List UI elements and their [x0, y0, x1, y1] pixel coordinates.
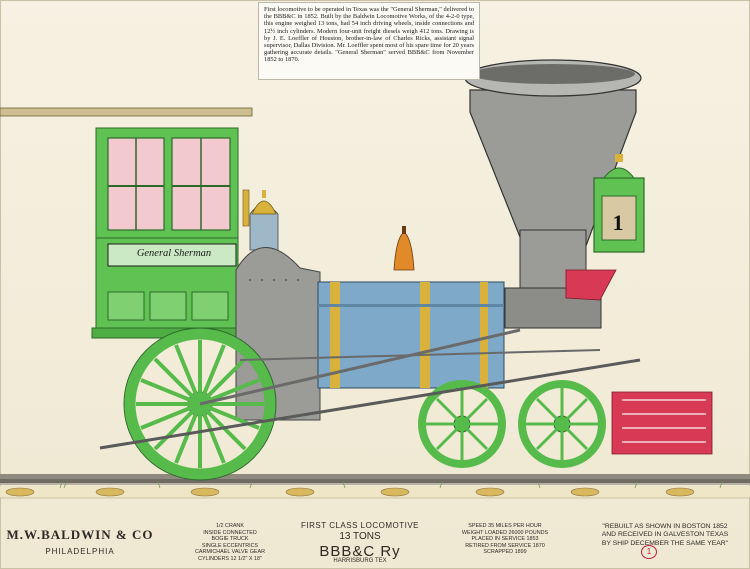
class-title-caption: FIRST CLASS LOCOMOTIVE	[301, 521, 419, 530]
builder-caption: M.W.BALDWIN & CO	[6, 527, 154, 542]
spec-line: PLACED IN SERVICE 1853	[471, 536, 539, 543]
cab-nameplate: General Sherman	[136, 248, 212, 259]
truck-line: INSIDE CONNECTED	[203, 529, 257, 536]
clipping-text: First locomotive to be operated in Texas…	[264, 6, 474, 64]
steam-dome	[242, 189, 279, 251]
headlamp-number: 1	[612, 210, 624, 235]
builder-city-caption: PHILADELPHIA	[45, 547, 115, 556]
spec-line: SPEED 35 MILES PER HOUR	[468, 523, 542, 529]
truck-line: CARMICHAEL VALVE GEAR	[195, 549, 265, 556]
cab	[0, 107, 253, 339]
rebuilt-line: "REBUILT AS SHOWN IN BOSTON 1852	[602, 523, 728, 530]
specs-caption: SPEED 35 MILES PER HOUR WEIGHT LOADED 26…	[450, 523, 560, 556]
town-caption: HARRISBURG TEX	[333, 558, 387, 564]
spec-line: SCRAPPED 1899	[483, 549, 527, 556]
connecting-rods	[99, 328, 641, 450]
railroad-caption: BBB&C Ry	[319, 543, 401, 560]
truck-wheel-front	[518, 380, 606, 468]
truck-line: SINGLE ECCENTRICS	[201, 542, 259, 549]
rebuilt-note-caption: "REBUILT AS SHOWN IN BOSTON 1852 AND REC…	[585, 523, 745, 548]
page-number-badge: 1	[641, 545, 657, 559]
spec-line: WEIGHT LOADED 26000 POUNDS	[461, 529, 549, 536]
spec-line: RETIRED FROM SERVICE 1870	[465, 542, 545, 549]
truck-line: BOGIE TRUCK	[211, 536, 249, 543]
headlamp	[593, 154, 645, 253]
smokestack	[464, 59, 642, 329]
rebuilt-line: BY SHIP DECEMBER THE SAME YEAR"	[601, 539, 729, 547]
pilot	[565, 269, 713, 455]
bell	[393, 226, 415, 271]
rebuilt-line: AND RECEIVED IN GALVESTON TEXAS	[601, 531, 729, 539]
truck-details-caption: 1/2 CRANK INSIDE CONNECTED BOGIE TRUCK S…	[185, 523, 275, 563]
track	[0, 474, 750, 499]
truck-wheel-rear	[418, 380, 506, 468]
newspaper-clipping: First locomotive to be operated in Texas…	[258, 2, 480, 80]
truck-line: CYLINDERS 12 1/2" X 18"	[198, 555, 262, 562]
boiler	[317, 281, 505, 389]
truck-line: 1/2 CRANK	[216, 523, 244, 529]
tons-caption: 13 TONS	[339, 531, 381, 542]
